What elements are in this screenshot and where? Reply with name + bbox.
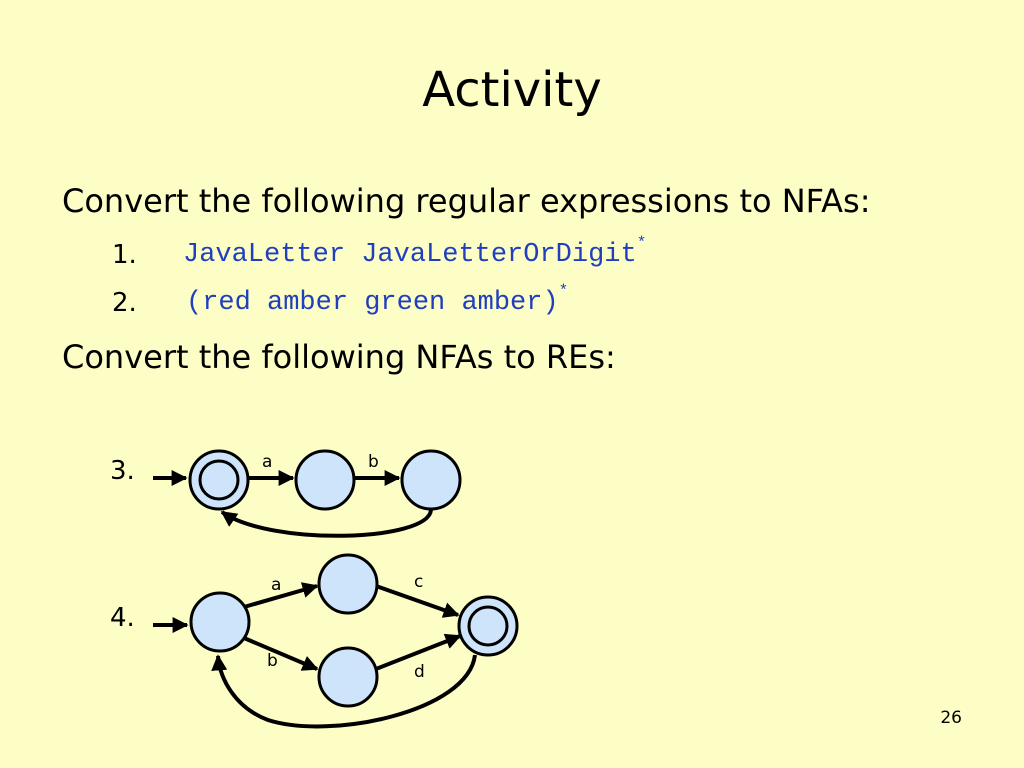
nfa4-accept-ring bbox=[467, 605, 509, 647]
nfa4-state-lower bbox=[317, 646, 379, 708]
nfa-4: a c b d bbox=[153, 553, 519, 729]
nfa3-label-b: b bbox=[368, 452, 379, 472]
nfa4-edge-a bbox=[243, 582, 319, 609]
nfa4-label-b: b bbox=[267, 651, 278, 671]
nfa4-label-a: a bbox=[271, 575, 281, 595]
nfa4-label-c: c bbox=[414, 572, 423, 592]
nfa4-state-start bbox=[189, 591, 251, 653]
item-number-4: 4. bbox=[110, 603, 135, 633]
nfa3-label-a: a bbox=[262, 452, 272, 472]
nfa3-state-end bbox=[400, 449, 462, 511]
item-number-2: 2. bbox=[112, 288, 137, 318]
regex-expression-2-text: (red amber green amber) bbox=[186, 288, 559, 318]
nfa3-accept-ring bbox=[198, 459, 240, 501]
nfa4-edge-b bbox=[243, 636, 319, 671]
slide-title: Activity bbox=[422, 62, 602, 118]
kleene-star-1: * bbox=[636, 234, 647, 252]
item-number-1: 1. bbox=[112, 240, 137, 270]
nfa-3: a b bbox=[153, 449, 462, 538]
page-number: 26 bbox=[940, 708, 962, 728]
nfa3-state-start-accept bbox=[188, 449, 250, 511]
nfa4-state-accept bbox=[457, 595, 519, 657]
item-number-3: 3. bbox=[110, 456, 135, 486]
nfa4-edge-c bbox=[375, 584, 460, 618]
regex-expression-1: JavaLetter JavaLetterOrDigit* bbox=[183, 234, 646, 271]
nfa4-back-edge bbox=[211, 654, 477, 729]
kleene-star-2: * bbox=[558, 282, 569, 300]
nfa3-state-middle bbox=[294, 449, 356, 511]
nfa4-label-d: d bbox=[414, 662, 425, 682]
regex-expression-2: (red amber green amber)* bbox=[186, 282, 568, 319]
nfa4-edge-d bbox=[375, 633, 462, 671]
instruction-nfa-to-re: Convert the following NFAs to REs: bbox=[62, 338, 616, 376]
instruction-regex-to-nfa: Convert the following regular expression… bbox=[62, 182, 871, 220]
nfa3-back-edge bbox=[220, 509, 433, 538]
regex-expression-1-text: JavaLetter JavaLetterOrDigit bbox=[183, 240, 637, 270]
nfa4-state-upper bbox=[317, 553, 379, 615]
